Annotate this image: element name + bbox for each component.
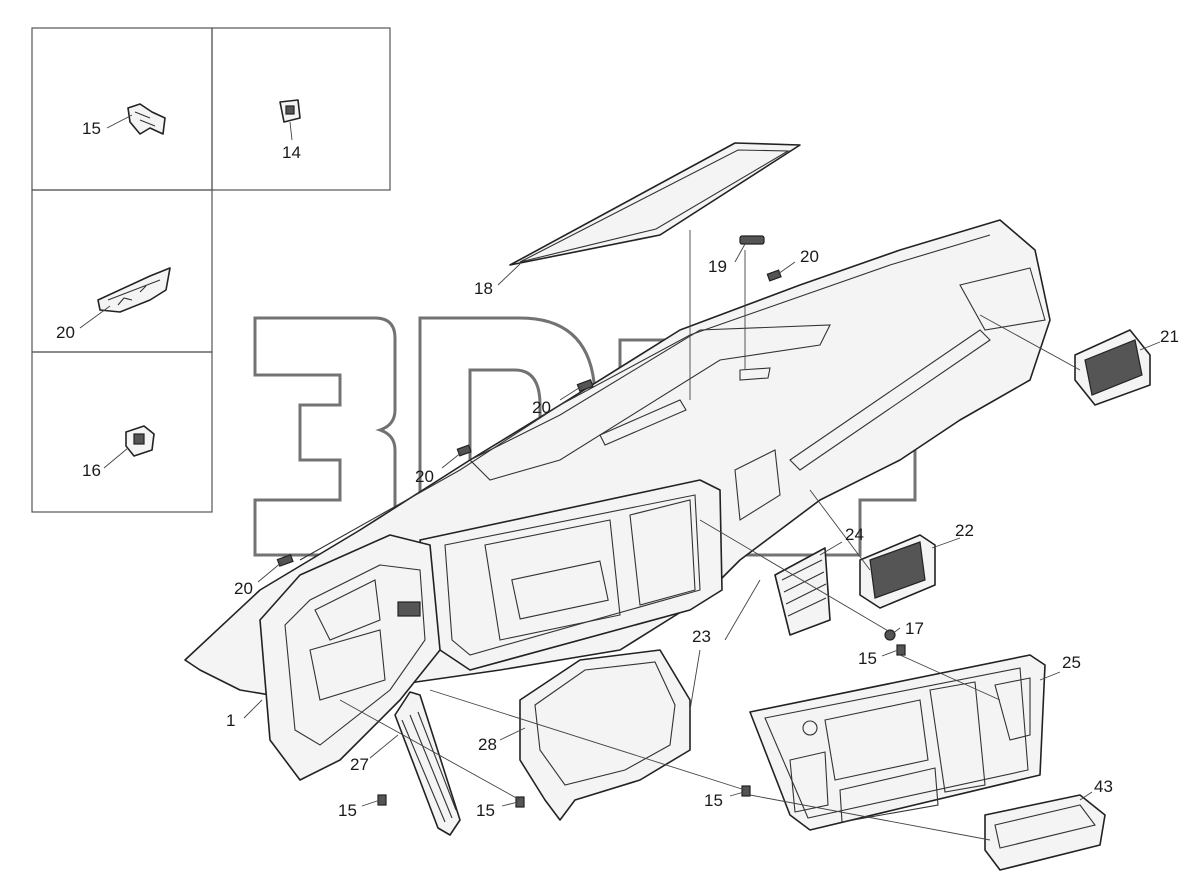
detail-box-16 [31,351,213,513]
watermark-3 [253,316,397,557]
callout-25: 25 [1062,653,1081,672]
callout-24: 24 [845,525,864,544]
callout-23: 23 [692,627,711,646]
leader-lines [79,114,1161,841]
instrument-housing-1 [259,534,441,781]
callout-15-low-left: 15 [338,801,357,820]
clip-15-right [896,644,906,656]
cluster-bezel-28 [519,649,691,821]
detail-box-14 [211,27,391,191]
callout-14: 14 [282,143,301,162]
storage-box-43 [984,794,1106,871]
callout-20-low: 20 [234,579,253,598]
detail-box-15 [31,27,213,191]
clip-20-low [276,554,294,567]
callout-17: 17 [905,619,924,638]
callout-15-detail: 15 [82,119,101,138]
callout-15-right: 15 [858,649,877,668]
callout-15-low-mid: 15 [476,801,495,820]
callout-18: 18 [474,279,493,298]
callout-21: 21 [1160,327,1179,346]
callout-20-left: 20 [415,467,434,486]
callout-20-detail: 20 [56,323,75,342]
windshield-seal-18 [509,142,801,266]
callout-labels: 15 14 20 16 18 19 20 20 20 20 21 22 24 1… [56,119,1179,820]
callout-22: 22 [955,521,974,540]
callout-43: 43 [1094,777,1113,796]
small-clips [276,235,906,808]
callout-19: 19 [708,257,727,276]
detail-parts [97,99,301,457]
callout-27: 27 [350,755,369,774]
clip-15-detail [127,103,166,135]
callout-20-mid: 20 [532,398,551,417]
detail-boxes [31,27,391,513]
clip-15-low-mid [515,796,525,808]
vent-27 [394,691,461,836]
callout-20-top: 20 [800,247,819,266]
callout-16: 16 [82,461,101,480]
grille-24 [774,547,831,636]
center-stack-frame [419,479,723,671]
clip-15-low-right [741,785,751,797]
control-panel-25 [749,654,1046,831]
vent-22 [859,534,936,609]
callout-28: 28 [478,735,497,754]
clip-17 [884,629,896,641]
callout-1: 1 [226,711,235,730]
clip-15-low-left [377,794,387,806]
cap-19 [739,235,765,245]
vent-21 [1074,329,1151,406]
clip-20-top [766,269,782,282]
callout-15-low-right: 15 [704,791,723,810]
